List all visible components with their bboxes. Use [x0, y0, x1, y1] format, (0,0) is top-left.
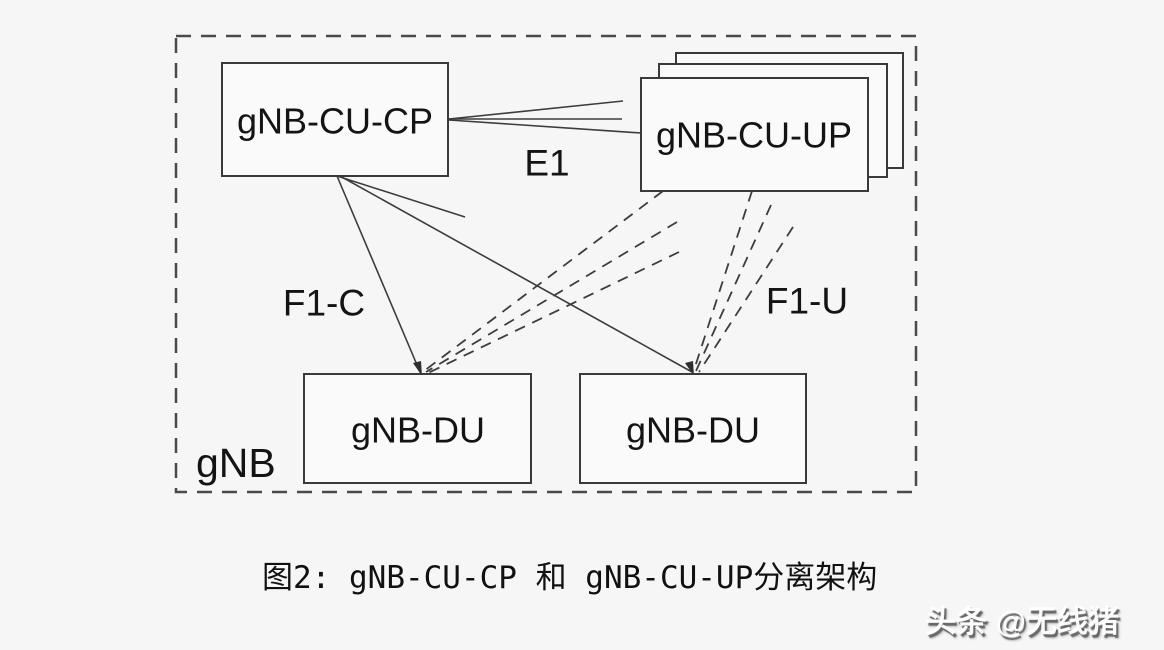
f1-c-interface-label: F1-C	[283, 283, 365, 324]
e1-links	[448, 100, 642, 134]
gnb-du-left-box	[303, 373, 532, 484]
gnb-boundary-box	[174, 34, 918, 494]
gnb-du-right-node: gNB-DU	[579, 373, 807, 484]
f1-u-interface-label: F1-U	[766, 281, 848, 322]
gnb-du-left-label: gNB-DU	[351, 410, 485, 451]
gnb-cu-cp-box	[221, 62, 449, 177]
f1-c-links	[336, 175, 693, 373]
watermark: 头条 @无线猪	[925, 604, 1119, 639]
gnb-cu-up-stack: gNB-CU-UP	[640, 52, 904, 192]
gnb-du-right-box	[579, 373, 807, 484]
du-arrowheads	[413, 361, 694, 376]
gnb-cu-cp-node: gNB-CU-CP	[221, 62, 449, 177]
e1-interface-label: E1	[524, 143, 569, 184]
gnb-cu-up-label: gNB-CU-UP	[656, 115, 852, 156]
f1-u-links	[423, 190, 794, 374]
gnb-du-left-node: gNB-DU	[303, 373, 532, 484]
figure-caption: 图2: gNB-CU-CP 和 gNB-CU-UP分离架构	[262, 560, 878, 596]
gnb-du-right-label: gNB-DU	[626, 410, 760, 451]
gnb-boundary-label: gNB	[196, 440, 276, 486]
gnb-cu-cp-label: gNB-CU-CP	[237, 101, 433, 142]
gnb-cu-up-box-front	[640, 77, 869, 192]
